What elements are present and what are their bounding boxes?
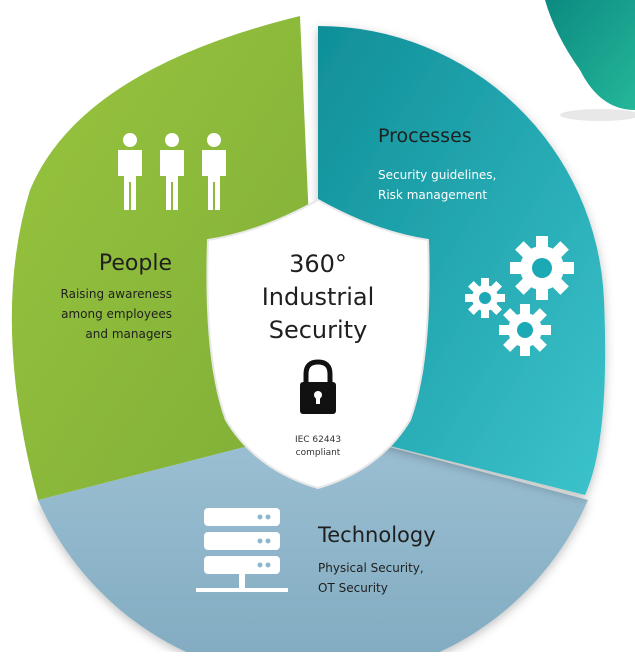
center-title-line1: 360°: [289, 250, 347, 278]
technology-desc-line2: OT Security: [318, 581, 388, 595]
badge-line2: compliant: [296, 448, 341, 458]
people-desc-line3: and managers: [85, 327, 172, 341]
badge-line1: IEC 62443: [295, 435, 341, 445]
corner-decoration: [545, 0, 635, 110]
processes-desc-line2: Risk management: [378, 188, 487, 202]
gears-icon: [465, 236, 574, 356]
people-desc-line1: Raising awareness: [61, 287, 172, 301]
technology-desc-line1: Physical Security,: [318, 561, 424, 575]
padlock-icon: [300, 359, 336, 414]
people-desc-line2: among employees: [61, 307, 172, 321]
center-shield: [206, 198, 430, 490]
processes-heading: Processes: [378, 125, 472, 147]
people-group-icon: [118, 133, 226, 210]
people-heading: People: [99, 251, 172, 276]
center-title-line3: Security: [269, 316, 368, 344]
processes-desc-line1: Security guidelines,: [378, 168, 496, 182]
center-title-line2: Industrial: [262, 283, 375, 311]
segment-technology: [38, 428, 588, 656]
technology-heading: Technology: [317, 523, 436, 547]
server-network-icon: [196, 508, 288, 592]
